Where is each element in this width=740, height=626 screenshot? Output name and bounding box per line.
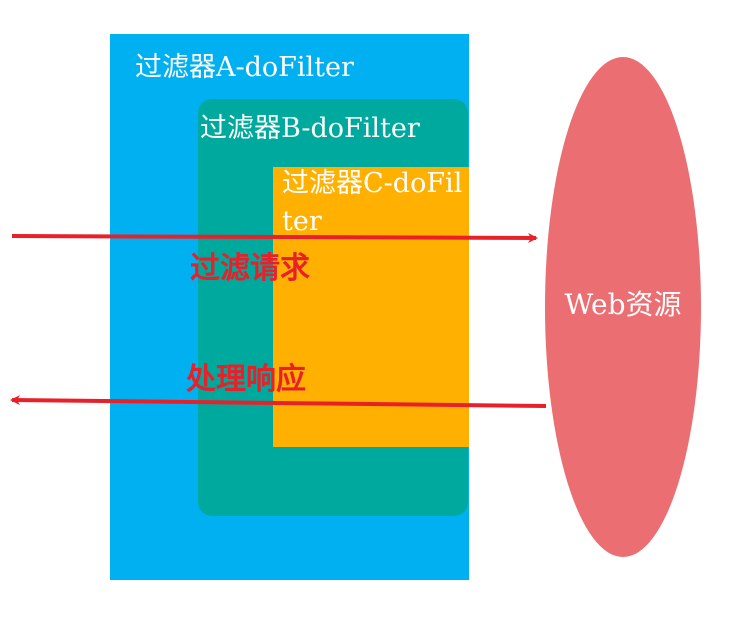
web-resource-label: Web资源 [564,288,682,321]
response-arrow [10,395,547,408]
request-flow-label: 过滤请求 [190,251,310,286]
filter-c-label: 过滤器C-doFilter [282,168,463,237]
request-arrow [11,232,538,243]
filter-a-label: 过滤器A-doFilter [135,52,354,83]
web-resource-ellipse [545,57,701,557]
response-flow-label: 处理响应 [186,362,306,397]
filter-b-label: 过滤器B-doFilter [200,113,420,144]
filter-c-box [273,167,469,447]
